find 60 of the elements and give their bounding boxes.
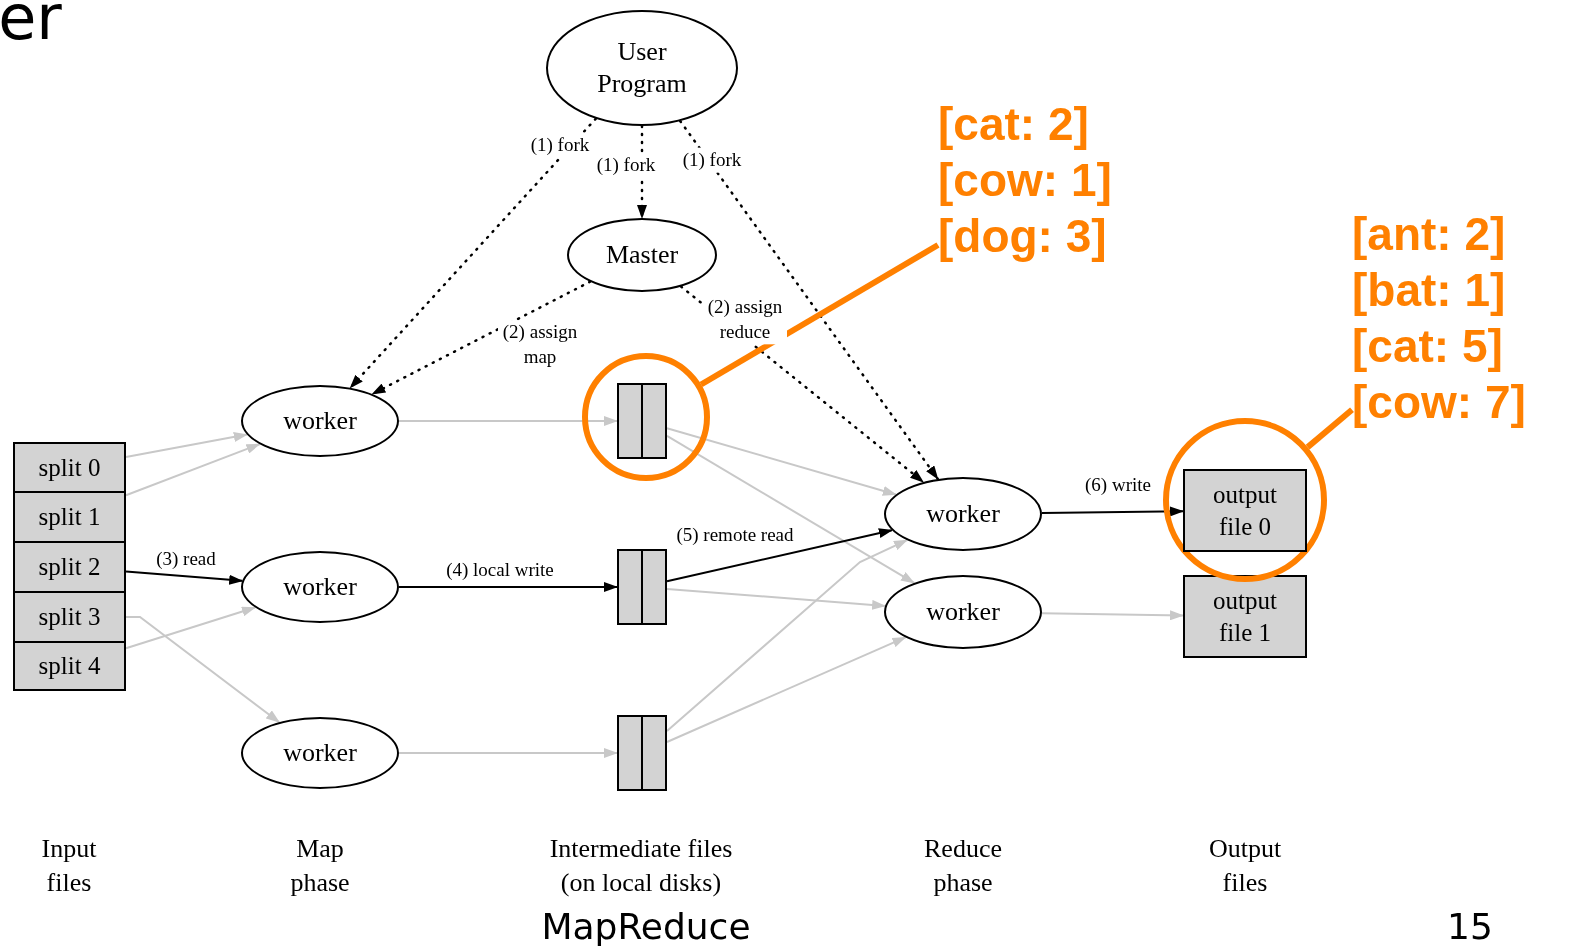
callout-text: [cat: 2] xyxy=(938,97,1089,152)
leader-line xyxy=(699,242,940,388)
callout-text: [ant: 2] xyxy=(1352,207,1506,262)
file-box xyxy=(1183,575,1307,658)
arrow xyxy=(666,539,908,733)
callout-text: [cat: 5] xyxy=(1352,319,1503,374)
file-box xyxy=(13,491,126,543)
intermediate-file-box xyxy=(617,549,667,625)
node-label: output file 1 xyxy=(1212,586,1278,648)
caption-text: Reduce phase xyxy=(923,833,1003,899)
intermediate-file-box xyxy=(617,715,667,791)
caption-text: MapReduce xyxy=(540,905,752,949)
callout-text: [cow: 7] xyxy=(1352,375,1526,430)
leader-line xyxy=(1305,407,1354,450)
arrow xyxy=(666,528,893,583)
arrow xyxy=(398,582,618,592)
node-label: split 1 xyxy=(38,502,101,533)
callout-text: [bat: 1] xyxy=(1352,263,1506,318)
node-label: split 3 xyxy=(38,602,101,633)
arrow xyxy=(1041,610,1184,621)
arrow xyxy=(1041,506,1184,517)
node-label: worker xyxy=(283,570,357,603)
node-label: split 0 xyxy=(38,452,101,483)
file-box xyxy=(13,442,126,493)
arrow xyxy=(666,427,897,496)
arrow xyxy=(398,416,618,426)
arrow xyxy=(125,606,256,650)
arrow xyxy=(398,748,618,758)
dotted-arrow xyxy=(371,280,592,396)
node-label: worker xyxy=(926,497,1000,530)
callout-text: [cow: 1] xyxy=(938,153,1112,208)
caption-text: Output files xyxy=(1207,833,1283,899)
node-label: User Program xyxy=(596,35,688,100)
node-label: split 4 xyxy=(38,651,101,682)
caption-text: 15 xyxy=(1446,905,1494,949)
intermediate-file-box xyxy=(617,383,667,459)
node-label: worker xyxy=(283,736,357,769)
highlight-circle xyxy=(1163,418,1327,582)
caption-text: er xyxy=(0,0,63,56)
edge-label: (1) fork xyxy=(680,147,744,173)
node-label: worker xyxy=(283,404,357,437)
file-box xyxy=(13,541,126,593)
edge-label: (1) fork xyxy=(528,132,592,158)
node-label: split 2 xyxy=(38,552,101,583)
callout-text: [dog: 3] xyxy=(938,209,1107,264)
file-box xyxy=(1183,469,1307,552)
file-box xyxy=(13,591,126,643)
arrow xyxy=(666,636,907,743)
file-box xyxy=(13,641,126,691)
caption-text: Input files xyxy=(40,833,98,899)
node-label: output file 0 xyxy=(1212,480,1278,542)
node-label: worker xyxy=(926,595,1000,628)
worker-ellipse xyxy=(884,477,1042,551)
arrow xyxy=(125,443,261,497)
arrow xyxy=(125,616,281,724)
node-label: Master xyxy=(605,238,679,271)
caption-text: Map phase xyxy=(289,833,351,899)
highlight-circle xyxy=(582,353,710,481)
caption-text: Intermediate files (on local disks) xyxy=(548,833,734,899)
arrow xyxy=(666,434,916,584)
